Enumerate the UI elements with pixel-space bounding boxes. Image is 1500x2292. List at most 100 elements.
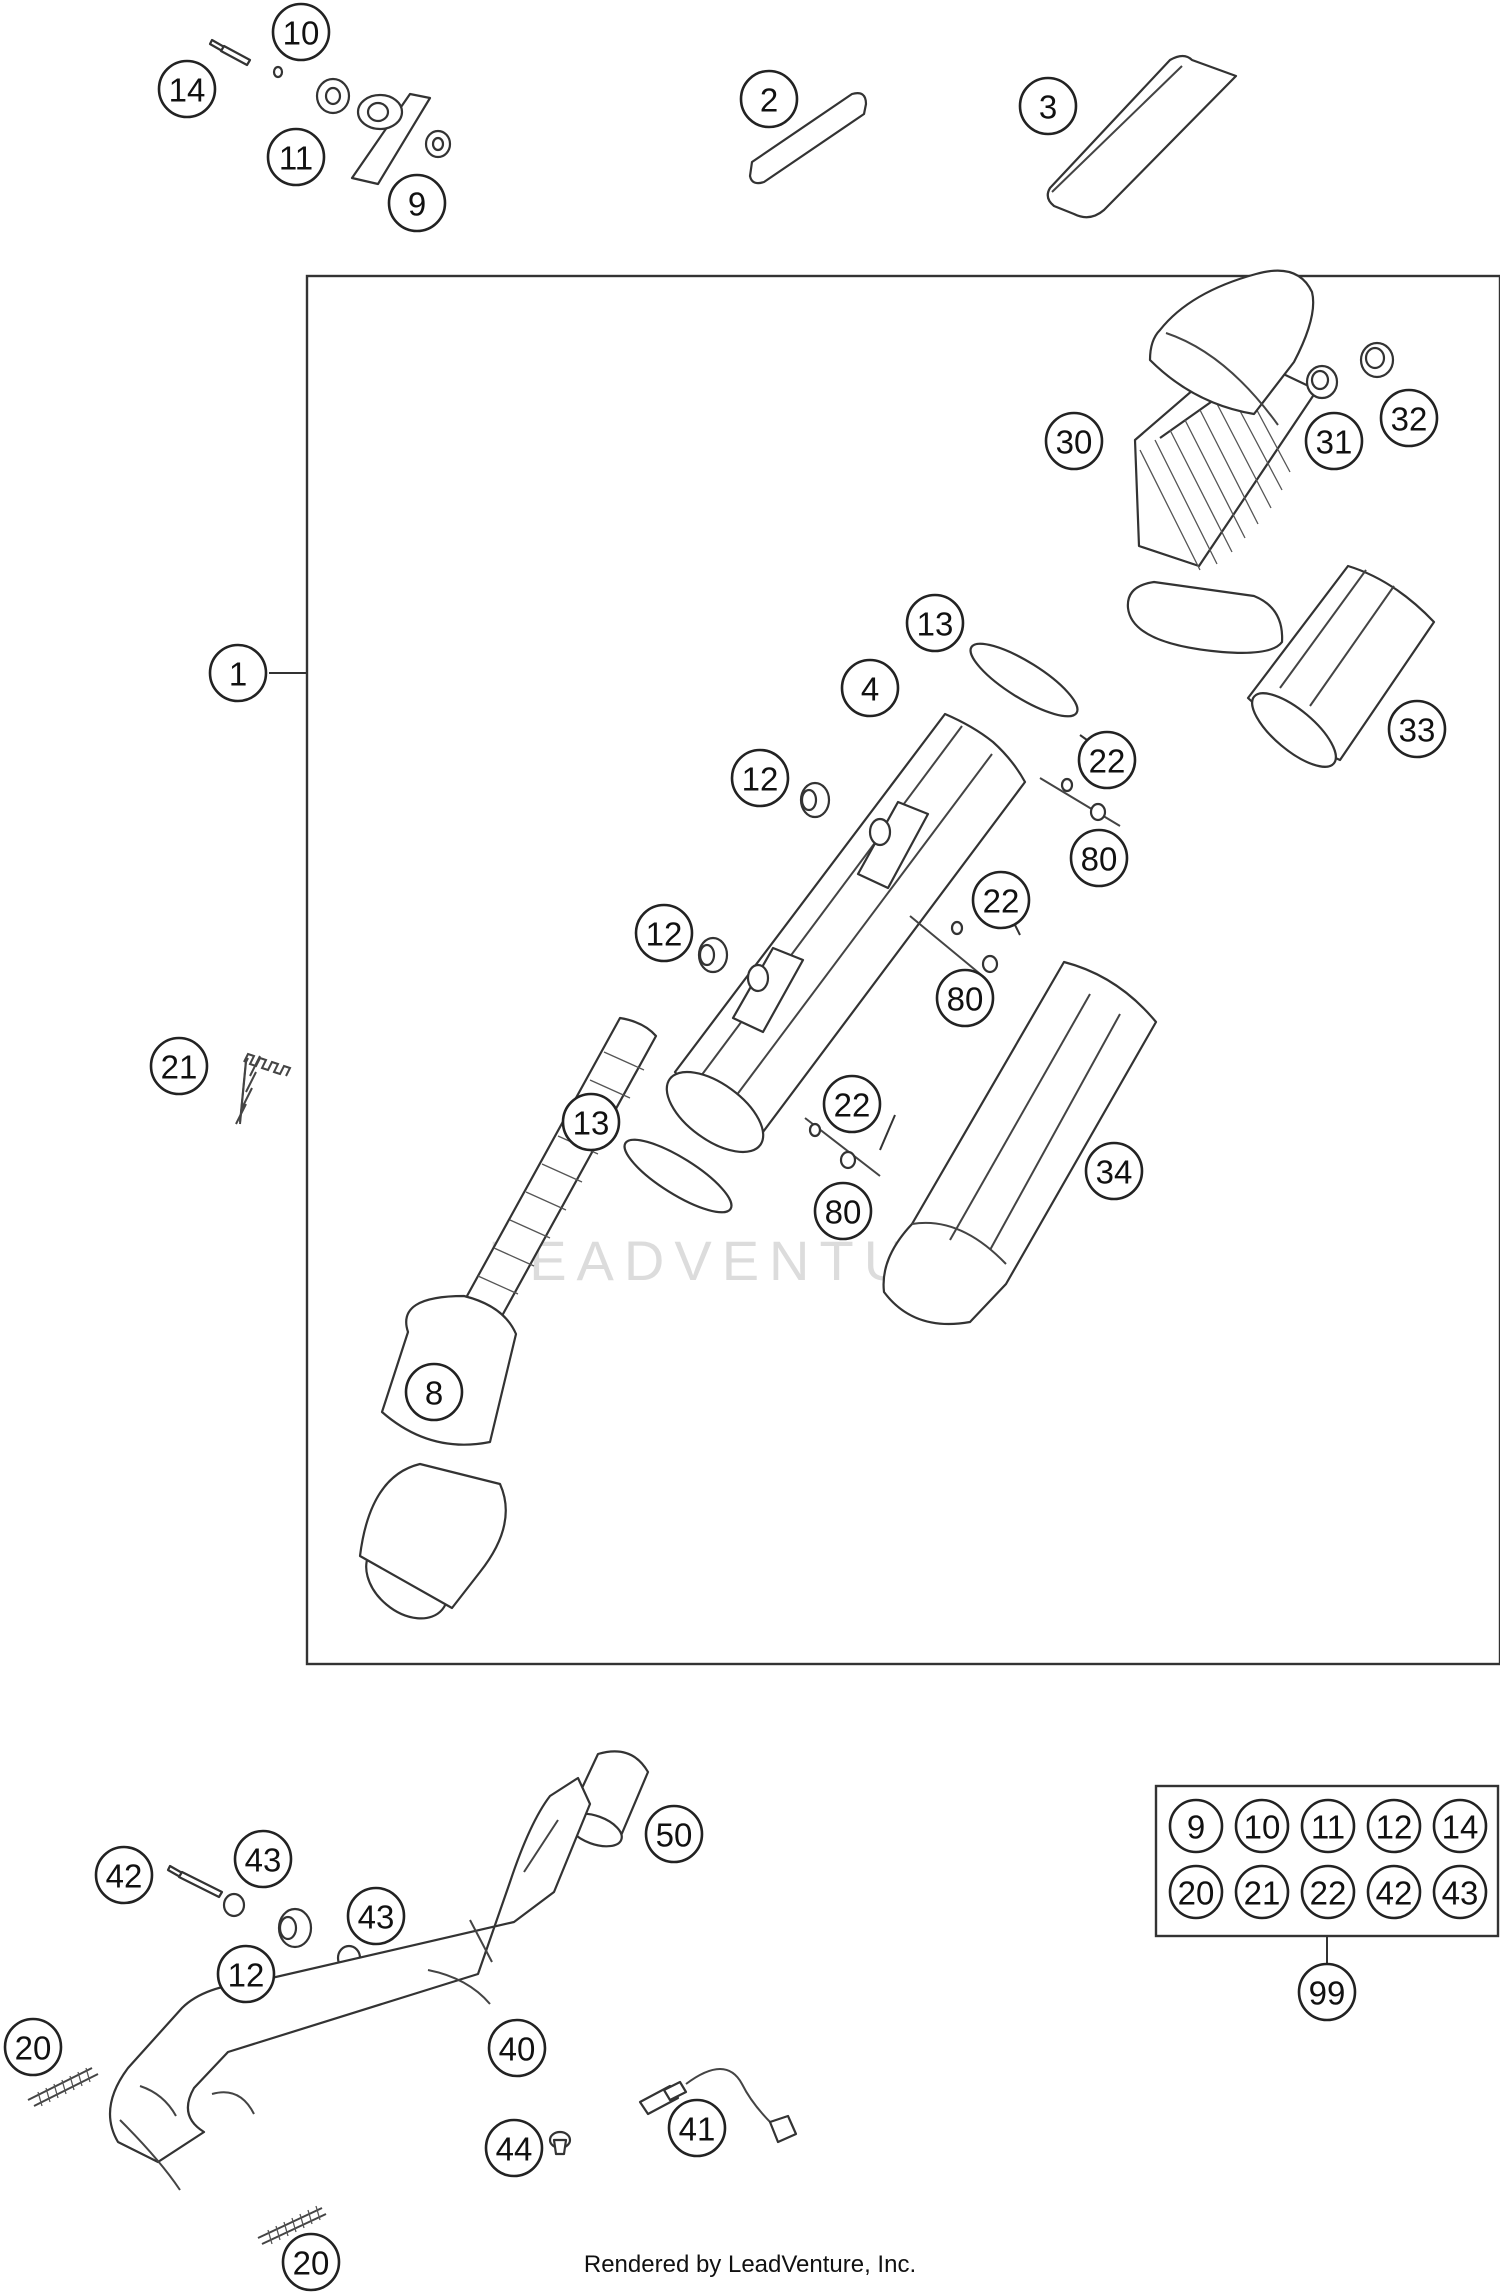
callout-circle [634,903,694,963]
callout-11: 11 [266,127,326,187]
callout-20: 20 [281,2232,341,2292]
callout-30: 30 [1044,411,1104,471]
callout-42: 42 [94,1845,154,1905]
callout-21: 21 [149,1036,209,1096]
kit-callout-10: 10 [1234,1798,1290,1854]
callout-circle [149,1036,209,1096]
kit-callout-label: 21 [1244,1875,1281,1912]
part-bolt-14 [208,38,252,67]
part-gasket-13-bottom [623,1138,733,1214]
callout-label: 32 [1391,401,1428,438]
callout-circle [216,1944,276,2004]
part-silencer-body-4 [665,712,1027,1154]
kit-callout-label: 22 [1310,1875,1347,1912]
part-o2-sensor-41 [638,2068,798,2144]
part-header-pipe-40 [108,1776,592,2191]
kit-label-callout: 99 [1297,1962,1357,2022]
kit-callout-circle [1168,1798,1224,1854]
callout-22: 22 [822,1074,882,1134]
callout-circle [1387,699,1447,759]
callout-circle [404,1362,464,1422]
callout-label: 42 [106,1858,143,1895]
kit-callout-20: 20 [1168,1864,1224,1920]
callout-label: 20 [293,2245,330,2282]
callout-circle [840,658,900,718]
kit-callout-22: 22 [1300,1864,1356,1920]
kit-callout-43: 43 [1432,1864,1488,1920]
callout-circle [1304,411,1364,471]
part-grommet-12a [799,781,831,819]
callout-label: 9 [408,186,426,223]
callout-circle [905,593,965,653]
callout-80: 80 [1069,828,1129,888]
kit-callout-14: 14 [1432,1798,1488,1854]
callout-41: 41 [667,2098,727,2158]
part-washer-10 [272,65,284,79]
part-spring-20b [257,2205,327,2245]
part-screw-set-b [909,915,999,979]
part-screw-set-c [804,1117,881,1177]
callout-32: 32 [1379,388,1439,448]
callout-label: 40 [499,2031,536,2068]
callout-circle [271,2,331,62]
callout-13: 13 [905,593,965,653]
callout-circle [266,127,326,187]
part-pad-3 [1046,54,1238,219]
callout-label: 12 [646,916,683,953]
callout-circle [822,1074,882,1134]
callout-label: 44 [496,2131,533,2168]
callout-8: 8 [404,1362,464,1422]
callout-50: 50 [644,1804,704,1864]
kit-callout-label: 10 [1244,1809,1281,1846]
callout-label: 43 [358,1899,395,1936]
callout-label: 80 [947,981,984,1018]
callout-circle [1077,730,1137,790]
callout-label: 22 [1089,743,1126,780]
kit-callout-circle [1168,1864,1224,1920]
kit-callout-circle [1366,1864,1422,1920]
callout-13: 13 [561,1092,621,1152]
callout-circle [644,1804,704,1864]
callout-label: 3 [1039,89,1057,126]
part-gasket-13-top [969,642,1079,718]
callout-circle [233,1829,293,1889]
part-bracket-9 [350,92,432,186]
callout-label: 50 [656,1817,693,1854]
part-nut-9 [424,129,452,159]
callout-circle [739,69,799,129]
kit-callout-circle [1300,1798,1356,1854]
footer-credit: Rendered by LeadVenture, Inc. [584,2251,916,2278]
callout-10: 10 [271,2,331,62]
part-pad-2 [748,92,868,185]
callout-label: 34 [1096,1154,1133,1191]
kit-callout-label: 43 [1442,1875,1479,1912]
kit-callout-label: 11 [1311,1809,1345,1846]
callout-circle [935,968,995,1028]
callout-label: 41 [679,2111,716,2148]
callout-circle [971,870,1031,930]
callout-circle [1018,76,1078,136]
callout-1: 1 [208,643,268,703]
callout-44: 44 [484,2118,544,2178]
kit-callout-9: 9 [1168,1798,1224,1854]
callout-31: 31 [1304,411,1364,471]
part-spring-20a [27,2067,99,2107]
part-screw-set-a [1039,777,1121,827]
callout-circle [346,1886,406,1946]
callout-label: 14 [169,72,206,109]
callout-circle [730,748,790,808]
callout-circle [1069,828,1129,888]
callout-circle [208,643,268,703]
callout-label: 10 [283,15,320,52]
callout-label: 1 [229,656,247,693]
kit-callout-12: 12 [1366,1798,1422,1854]
callout-label: 43 [245,1842,282,1879]
callout-circle [813,1181,873,1241]
part-end-cap-30 [1126,269,1319,654]
kit-callout-circle [1432,1864,1488,1920]
kit-callout-21: 21 [1234,1864,1290,1920]
callout-12: 12 [730,748,790,808]
callout-label: 8 [425,1375,443,1412]
